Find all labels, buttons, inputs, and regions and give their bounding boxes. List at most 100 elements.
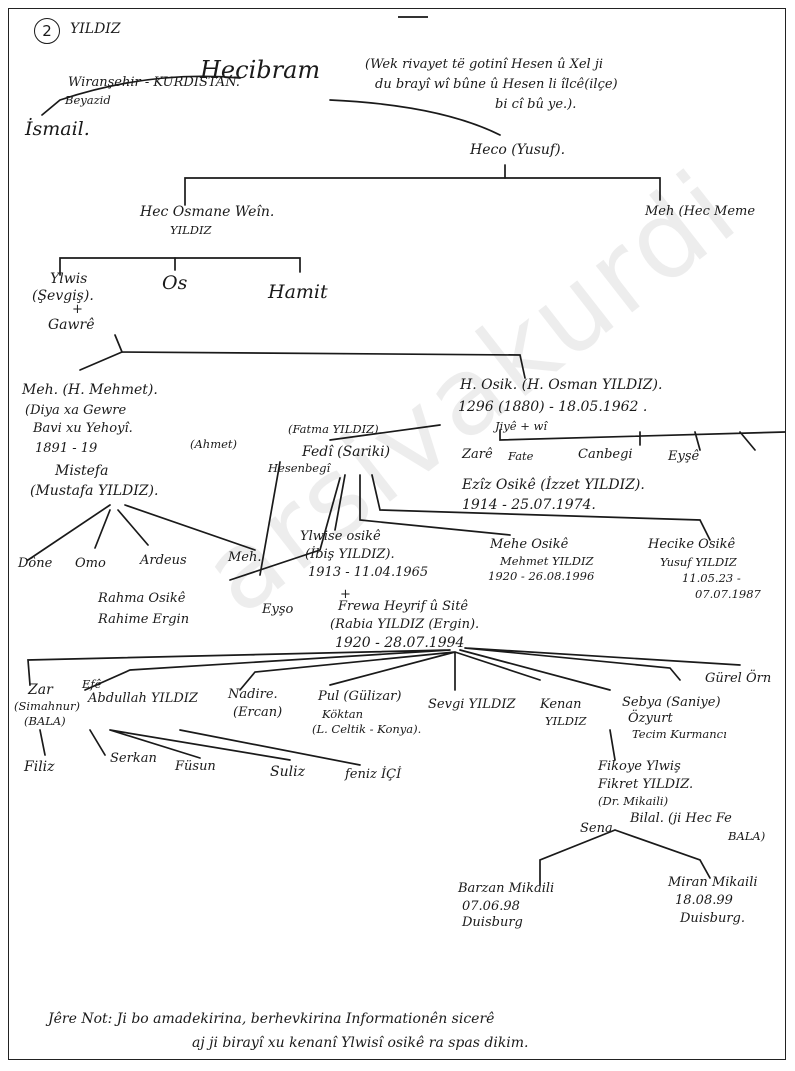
- grandchild-ardeus: Ardeus: [140, 553, 187, 568]
- line-fedi-children-3: [371, 474, 711, 541]
- wife-fate: Fate: [508, 449, 534, 463]
- top-dash-mark: [398, 16, 428, 18]
- root-origin-2: Beyazid: [65, 93, 111, 107]
- child-heco: Heco (Yusuf).: [470, 142, 566, 158]
- gen-abdullah: Abdullah YILDIZ: [88, 691, 198, 706]
- gen-efe: Efê: [82, 677, 102, 691]
- ylwis-spouse: Gawrê: [48, 317, 95, 333]
- miran-date: 18.08.99: [675, 893, 733, 908]
- ylwis-plus: +: [72, 302, 83, 317]
- osik-wives-label: Jiyê + wî: [495, 419, 548, 433]
- frewa-line-2: (Rabia YILDIZ (Ergin).: [330, 617, 480, 632]
- ylwise-dates: 1913 - 11.04.1965: [308, 565, 429, 580]
- miran-name: Miran Mikaili: [668, 875, 758, 890]
- mehmet-line-2: (Diya xa Gewre: [25, 403, 127, 418]
- grand-bilal: Bilal. (ji Hec Fe: [630, 811, 732, 826]
- hecike-osike: Hecike Osikê: [648, 537, 736, 552]
- hec-osmane: Hec Osmane Weîn.: [140, 204, 275, 220]
- family-name: YILDIZ: [70, 21, 121, 37]
- grand-filiz: Filiz: [24, 759, 55, 775]
- line-root-right: [329, 99, 501, 136]
- barzan-place: Duisburg: [462, 915, 523, 930]
- grand-sena: Sena: [580, 821, 613, 836]
- line-frewa-children: [27, 647, 741, 691]
- mehmet-line-1: Meh. (H. Mehmet).: [22, 382, 158, 398]
- mehmet-line-4: 1891 - 19: [35, 441, 98, 456]
- gen-koktan: Köktan: [322, 707, 364, 721]
- page-number: 2: [34, 18, 60, 44]
- frewa-line-1: Frewa Heyrif û Sitê: [338, 599, 469, 614]
- hesenbegi: Hesenbegî: [268, 461, 331, 475]
- child-os: Os: [162, 272, 188, 294]
- rahime-ergin: Rahime Ergin: [98, 612, 190, 627]
- ylwis-alias: (Şevgiş).: [32, 288, 94, 304]
- meh-hec-meme: Meh (Hec Meme: [645, 204, 756, 219]
- gen-sevgi: Sevgi YILDIZ: [428, 697, 516, 712]
- grandchild-done: Dône: [18, 556, 53, 571]
- fatma-yildiz: (Fatma YILDIZ): [288, 422, 379, 436]
- line-osik-wives: [499, 429, 786, 451]
- root-note-line-2: du brayî wî bûne û Hesen li îlcê(ilçe): [375, 77, 618, 92]
- mehe-dates: 1920 - 26.08.1996: [488, 569, 595, 583]
- mehmet-ahmet: (Ahmet): [190, 437, 238, 451]
- wife-eyse: Eyşê: [668, 449, 700, 464]
- gen-ozyurt: Özyurt: [628, 711, 673, 726]
- rahma-osike: Rahma Osikê: [98, 591, 186, 606]
- gen-kenan-surname: YILDIZ: [545, 714, 587, 728]
- mehmet-yildiz: Mehmet YILDIZ: [500, 554, 594, 568]
- page-border: [8, 8, 786, 1060]
- grand-fikret: Fikret YILDIZ.: [598, 777, 694, 792]
- osik-line-2: 1296 (1880) - 18.05.1962 .: [458, 399, 648, 415]
- grand-mikaili: (Dr. Mikaili): [598, 794, 669, 808]
- ibis-yildiz: (İbiş YILDIZ).: [305, 547, 395, 562]
- mustafa-yildiz: (Mustafa YILDIZ).: [30, 483, 159, 499]
- eyso: Eyşo: [262, 602, 294, 617]
- gen-gurel: Gürel Örn: [705, 671, 772, 686]
- root-origin: Wiranşehir - KURDISTAN.: [68, 75, 240, 90]
- miran-place: Duisburg.: [680, 911, 745, 926]
- mehe-osike: Mehe Osikê: [490, 537, 569, 552]
- mistefa-name: Mistefa: [55, 463, 109, 479]
- line-gawre: [114, 334, 526, 379]
- fedi-name: Fedî (Sariki): [302, 444, 391, 460]
- wife-zare: Zarê: [462, 447, 493, 462]
- barzan-name: Barzan Mikaili: [458, 881, 555, 896]
- osik-line-1: H. Osik. (H. Osman YILDIZ).: [460, 377, 663, 393]
- gen-kenan: Kenan: [540, 697, 582, 712]
- yusuf-yildiz: Yusuf YILDIZ: [660, 555, 737, 569]
- line-gawre-mehmet: [79, 351, 123, 371]
- wife-canbegi: Canbegi: [578, 447, 633, 462]
- grand-suliz: Suliz: [270, 764, 305, 780]
- grand-bala: BALA): [728, 829, 766, 843]
- root-note-line-1: (Wek rivayet të gotinî Hesen û Xel ji: [365, 57, 604, 72]
- izzet-line-2: 1914 - 25.07.1974.: [462, 497, 596, 513]
- line-heco-branches: [184, 177, 661, 206]
- hecike-date-1: 11.05.23 -: [682, 571, 741, 585]
- grand-fikoye: Fikoye Ylwiş: [598, 759, 681, 774]
- frewa-plus: +: [340, 587, 351, 602]
- line-root-left: [41, 75, 241, 116]
- line-abdullah-kids: [39, 729, 361, 766]
- child-ismail: İsmail.: [25, 118, 90, 140]
- hecike-date-2: 07.07.1987: [695, 587, 761, 601]
- gen-zar: Zar: [28, 682, 53, 698]
- line-osman-children: [59, 257, 301, 276]
- grand-fusun: Füsun: [175, 759, 216, 774]
- line-fedi-children-2: [359, 474, 511, 536]
- hec-osmane-surname: YILDIZ: [170, 223, 212, 237]
- gen-pul: Pul (Gülizar): [318, 689, 402, 704]
- root-name: Hecibram: [200, 56, 321, 84]
- line-fedi-children-1: [334, 474, 346, 531]
- line-bilal-kids: [539, 829, 711, 886]
- footer-note-line-1: Jêre Not: Ji bo amadekirina, berhevkirin…: [48, 1011, 495, 1027]
- mehmet-line-3: Bavi xu Yehoyî.: [33, 421, 133, 436]
- gen-sebya: Sebya (Saniye): [622, 695, 721, 710]
- footer-note-line-2: aj ji birayî xu kenanî Ylwisî osikê ra s…: [192, 1035, 529, 1051]
- line-fikoye: [609, 729, 616, 761]
- grandchild-meh: Meh.: [228, 550, 262, 565]
- gen-simahnur: (Simahnur): [14, 699, 81, 713]
- gen-ercan: (Ercan): [233, 705, 283, 720]
- gen-celtik: (L. Celtik - Konya).: [312, 722, 422, 736]
